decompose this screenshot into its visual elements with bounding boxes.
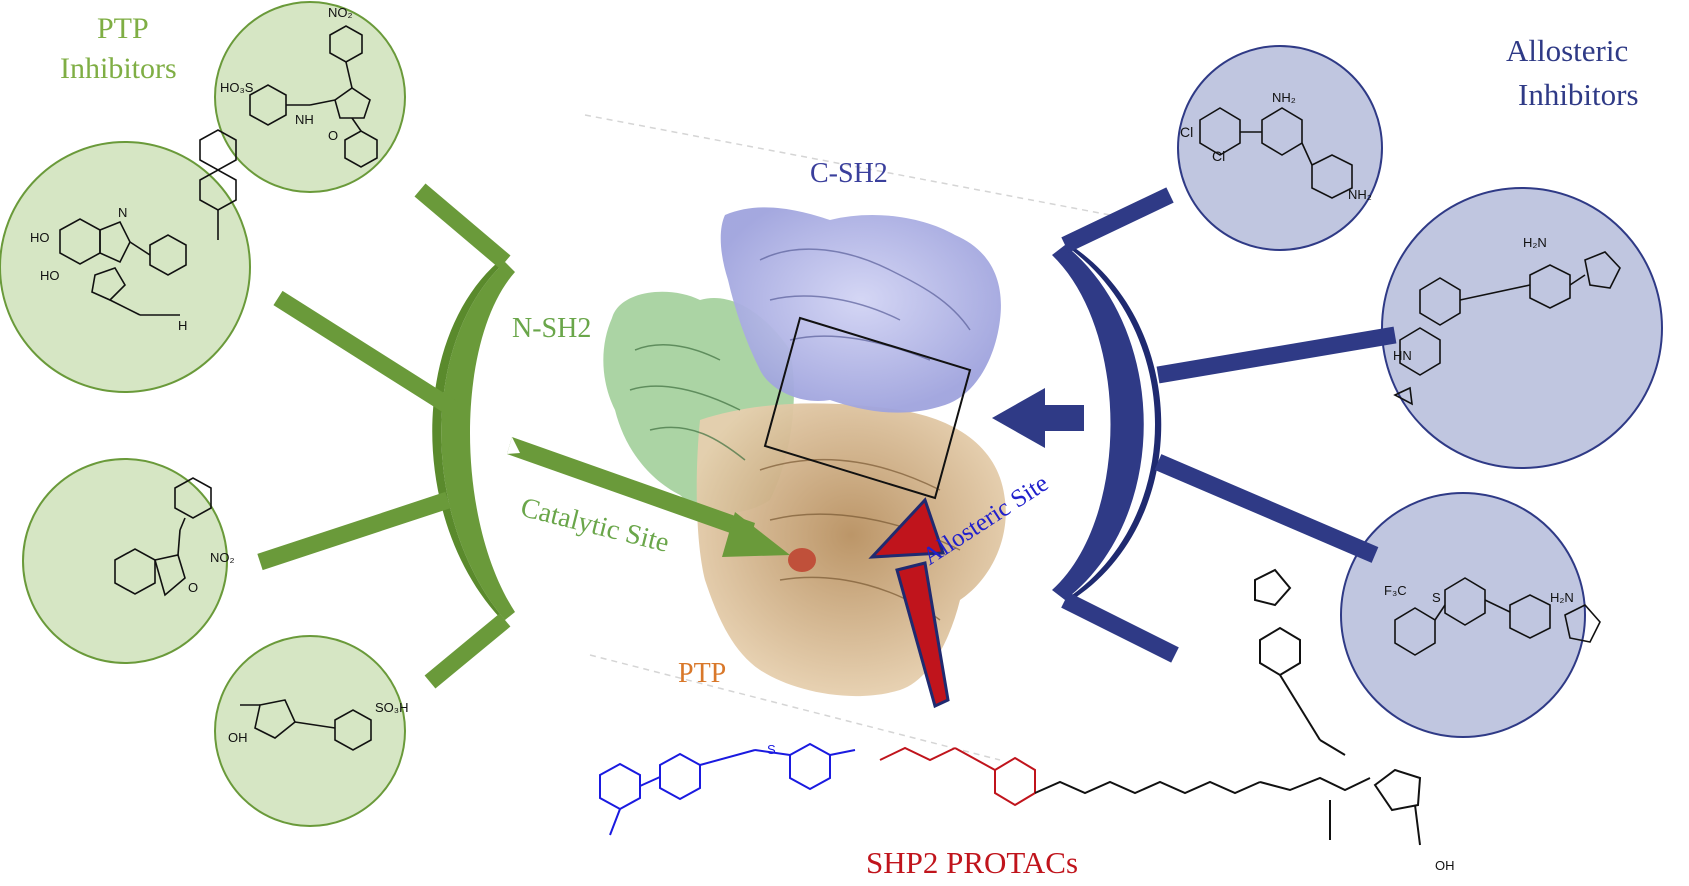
c-sh2-label: C-SH2 — [810, 158, 888, 189]
ptp-domain-label: PTP — [678, 658, 727, 689]
protac-arrow — [868, 497, 950, 709]
catalytic-site-residue — [788, 548, 816, 572]
atom-cl-b: Cl — [1212, 148, 1226, 164]
atom-ho: HO — [30, 230, 50, 245]
allosteric-inhibitor-circle-2 — [1381, 187, 1663, 469]
n-sh2-label: N-SH2 — [512, 313, 592, 344]
ptp-inhibitor-circle-1 — [214, 1, 406, 193]
green-bracket — [432, 262, 515, 620]
atom-so3h-a: HO₃S — [220, 80, 254, 95]
atom-nh2-b: NH₂ — [1348, 187, 1372, 202]
ptp-inhibitor-circle-3 — [22, 458, 228, 664]
atom-nh2: NH₂ — [1272, 90, 1296, 105]
atom-no2-b: NO₂ — [210, 550, 235, 565]
green-connectors — [257, 183, 511, 689]
atom-cl: Cl — [1180, 124, 1194, 140]
atom-s-b: S — [767, 742, 776, 757]
ptp-inhibitors-title-line2: Inhibitors — [60, 52, 177, 85]
atom-h: H — [178, 318, 188, 333]
atom-n: N — [118, 205, 128, 220]
allosteric-arrow — [992, 388, 1084, 448]
atom-o-b: O — [188, 580, 199, 595]
ptp-inhibitors-title-line1: PTP — [97, 12, 149, 45]
allosteric-inhibitor-circle-1 — [1177, 45, 1383, 251]
navy-connectors — [1061, 187, 1397, 663]
catalytic-arrow — [507, 437, 790, 557]
atom-oh: OH — [228, 730, 248, 745]
allosteric-inhibitor-circles — [1177, 45, 1663, 738]
c-sh2-domain — [720, 207, 1001, 413]
atom-oh-b: OH — [1435, 858, 1455, 873]
ptp-inhibitor-circle-2 — [0, 141, 251, 393]
atom-h2n-b: H₂N — [1550, 590, 1574, 605]
navy-bracket — [1052, 245, 1162, 600]
atom-ho-b: HO — [40, 268, 60, 283]
chemical-structures — [59, 25, 1621, 751]
shp2-protacs-label: SHP2 PROTACs — [866, 845, 1079, 880]
background-guide-lines — [584, 114, 1111, 761]
allosteric-inhibitors-title-line1: Allosteric — [1506, 33, 1629, 68]
atom-s: S — [1432, 590, 1441, 605]
protein-structure — [603, 207, 1006, 697]
ptp-inhibitor-circle-4 — [214, 635, 406, 827]
allosteric-site-box — [763, 316, 972, 500]
atom-cf3: F₃C — [1384, 583, 1407, 598]
protac-molecule — [599, 568, 1422, 846]
allosteric-inhibitors-title-line2: Inhibitors — [1518, 77, 1639, 112]
atom-hn: HN — [1393, 348, 1412, 363]
allosteric-inhibitor-circle-3 — [1340, 492, 1586, 738]
ptp-inhibitor-circles — [0, 1, 406, 827]
atom-no2: NO₂ — [328, 5, 353, 20]
atom-o: O — [328, 128, 339, 143]
atom-so3h-b: SO₃H — [375, 700, 409, 715]
atom-h2n: H₂N — [1523, 235, 1547, 250]
atom-nh: NH — [295, 112, 314, 127]
